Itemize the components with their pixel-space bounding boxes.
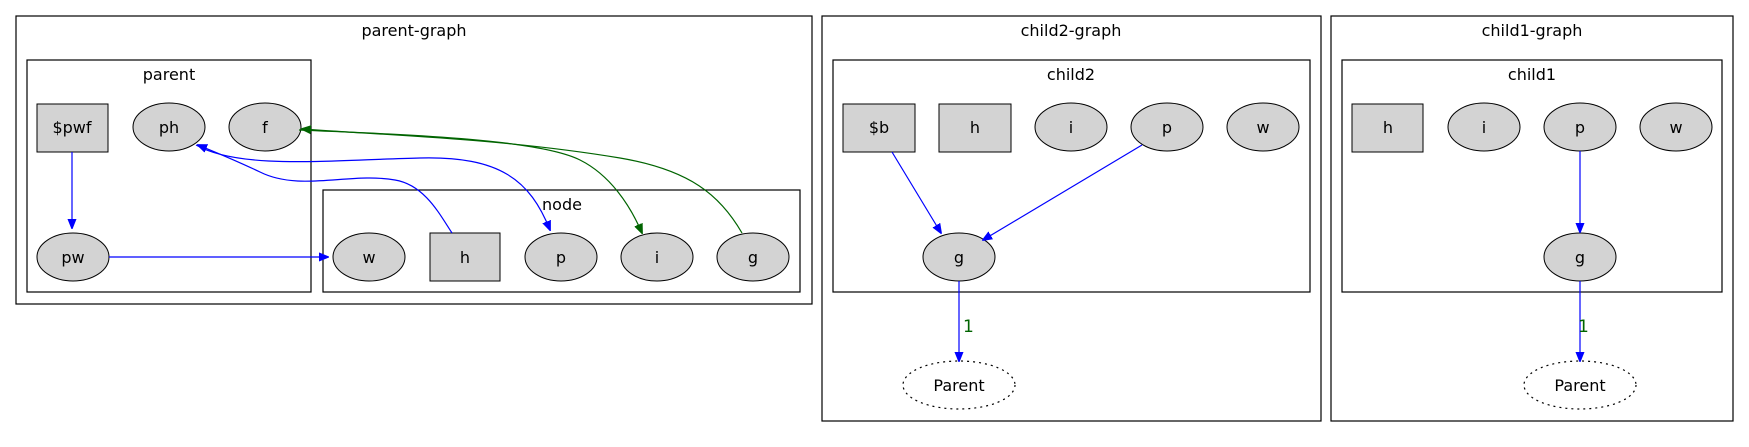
- parent-graph: parent-graph parent $pwf ph f pw: [15, 15, 813, 305]
- node-i-label: i: [655, 248, 659, 267]
- child1-node-parent[interactable]: Parent: [1523, 360, 1637, 410]
- child1-graph-frame: [1330, 15, 1734, 422]
- child2-edge-p-g: [983, 144, 1143, 240]
- child2-node-parent[interactable]: Parent: [902, 360, 1016, 410]
- cluster-node-title: node: [542, 195, 582, 214]
- node-w[interactable]: w: [332, 232, 406, 282]
- child2-node-w[interactable]: w: [1226, 102, 1300, 152]
- cluster-child1: child1 h i p w g: [1341, 59, 1723, 293]
- node-h-label: h: [460, 248, 470, 267]
- child1-node-w[interactable]: w: [1639, 102, 1713, 152]
- child1-node-parent-label: Parent: [1554, 376, 1605, 395]
- child2-node-p[interactable]: p: [1130, 102, 1204, 152]
- child1-node-h[interactable]: h: [1351, 103, 1424, 153]
- node-f[interactable]: f: [228, 102, 302, 152]
- node-p[interactable]: p: [524, 232, 598, 282]
- child2-node-h[interactable]: h: [938, 103, 1012, 153]
- node-pw-label: pw: [61, 248, 84, 267]
- child2-node-p-label: p: [1162, 118, 1172, 137]
- child1-node-h-label: h: [1383, 118, 1393, 137]
- child1-node-g-label: g: [1575, 248, 1585, 267]
- child2-node-parent-label: Parent: [933, 376, 984, 395]
- node-w-label: w: [362, 248, 375, 267]
- child2-edge-b-g: [891, 151, 941, 233]
- node-pw[interactable]: pw: [36, 232, 110, 282]
- child2-node-g-label: g: [954, 248, 964, 267]
- child2-node-i[interactable]: i: [1034, 102, 1108, 152]
- node-i[interactable]: i: [620, 232, 694, 282]
- child1-edge-label: 1: [1578, 317, 1589, 337]
- cluster-child2-title: child2: [1047, 65, 1095, 84]
- edge-g-f: [302, 129, 743, 234]
- child2-node-i-label: i: [1069, 118, 1073, 137]
- parent-graph-title: parent-graph: [361, 21, 466, 40]
- child2-edge-label: 1: [963, 317, 974, 337]
- node-ph-label: ph: [159, 118, 179, 137]
- cluster-child2: child2 $b h i p w g: [832, 59, 1311, 293]
- edge-f-i: [298, 129, 642, 233]
- node-pwf[interactable]: $pwf: [36, 103, 109, 153]
- parent-graph-frame: [15, 15, 813, 305]
- node-h[interactable]: h: [429, 232, 501, 282]
- child2-node-b[interactable]: $b: [842, 103, 916, 153]
- node-ph[interactable]: ph: [132, 102, 206, 152]
- child1-graph-title: child1-graph: [1482, 21, 1583, 40]
- node-g-label: g: [748, 248, 758, 267]
- edge-h-ph: [198, 145, 453, 234]
- cluster-parent-title: parent: [143, 65, 195, 84]
- cluster-parent-frame: [26, 59, 312, 293]
- child1-node-p[interactable]: p: [1543, 102, 1617, 152]
- node-f-label: f: [262, 118, 268, 137]
- child1-node-g[interactable]: g: [1543, 232, 1617, 282]
- child1-node-w-label: w: [1669, 118, 1682, 137]
- node-pwf-label: $pwf: [52, 118, 91, 137]
- child1-node-p-label: p: [1575, 118, 1585, 137]
- cluster-parent: parent $pwf ph f pw: [26, 59, 312, 293]
- cluster-child1-title: child1: [1508, 65, 1556, 84]
- cluster-node-frame: [322, 189, 801, 293]
- child2-graph: child2-graph child2 $b h i p w: [821, 15, 1322, 422]
- child2-node-g[interactable]: g: [922, 232, 996, 282]
- child2-node-w-label: w: [1256, 118, 1269, 137]
- child2-graph-title: child2-graph: [1021, 21, 1122, 40]
- child1-graph: child1-graph child1 h i p w g: [1330, 15, 1734, 422]
- child1-node-i-label: i: [1482, 118, 1486, 137]
- edge-ph-p: [195, 144, 550, 230]
- node-p-label: p: [556, 248, 566, 267]
- cluster-child2-frame: [832, 59, 1311, 293]
- child2-node-b-label: $b: [869, 118, 889, 137]
- cluster-child1-frame: [1341, 59, 1723, 293]
- cluster-node: node w h p i g: [322, 189, 801, 293]
- node-g[interactable]: g: [716, 232, 790, 282]
- child2-node-h-label: h: [970, 118, 980, 137]
- child1-node-i[interactable]: i: [1447, 102, 1521, 152]
- child2-graph-frame: [821, 15, 1322, 422]
